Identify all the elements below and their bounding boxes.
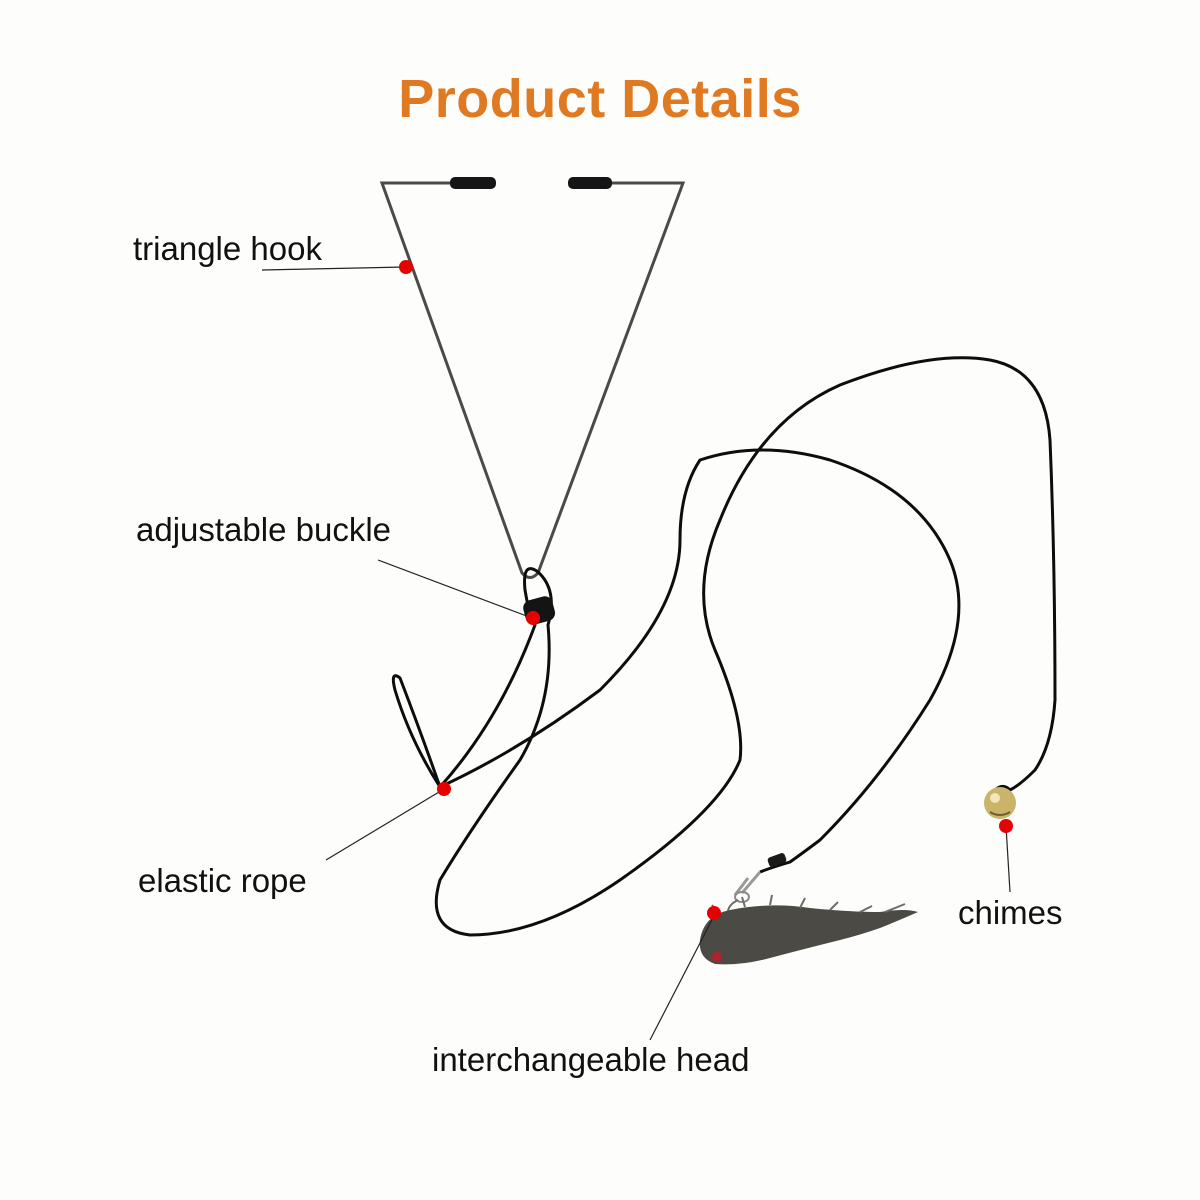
label-elastic-rope: elastic rope	[138, 862, 307, 899]
marker-triangle-hook	[399, 260, 413, 274]
toy-eye	[712, 952, 722, 962]
marker-chimes	[999, 819, 1013, 833]
hook-end-cap-left	[450, 177, 496, 189]
label-triangle-hook: triangle hook	[133, 230, 322, 267]
pointer-line-chimes	[1005, 825, 1011, 893]
pointer-line-interchangeable-head	[649, 913, 716, 1041]
page-title: Product Details	[398, 69, 802, 129]
hook-end-cap-right	[568, 177, 612, 189]
marker-adjustable-buckle	[526, 611, 540, 625]
pointer-lines	[261, 266, 1011, 1041]
pointer-line-adjustable-buckle	[377, 559, 533, 619]
label-chimes: chimes	[958, 894, 1063, 931]
elastic-rope	[391, 356, 1057, 937]
marker-elastic-rope	[437, 782, 451, 796]
chimes-bell	[984, 785, 1016, 819]
pointer-line-elastic-rope	[325, 788, 445, 861]
markers	[399, 260, 1013, 920]
label-interchangeable-head: interchangeable head	[432, 1041, 750, 1078]
label-adjustable-buckle: adjustable buckle	[136, 511, 392, 548]
triangle-hook	[379, 177, 686, 579]
interchangeable-head	[699, 853, 918, 965]
marker-interchangeable-head	[707, 906, 721, 920]
pointer-line-triangle-hook	[261, 266, 406, 271]
